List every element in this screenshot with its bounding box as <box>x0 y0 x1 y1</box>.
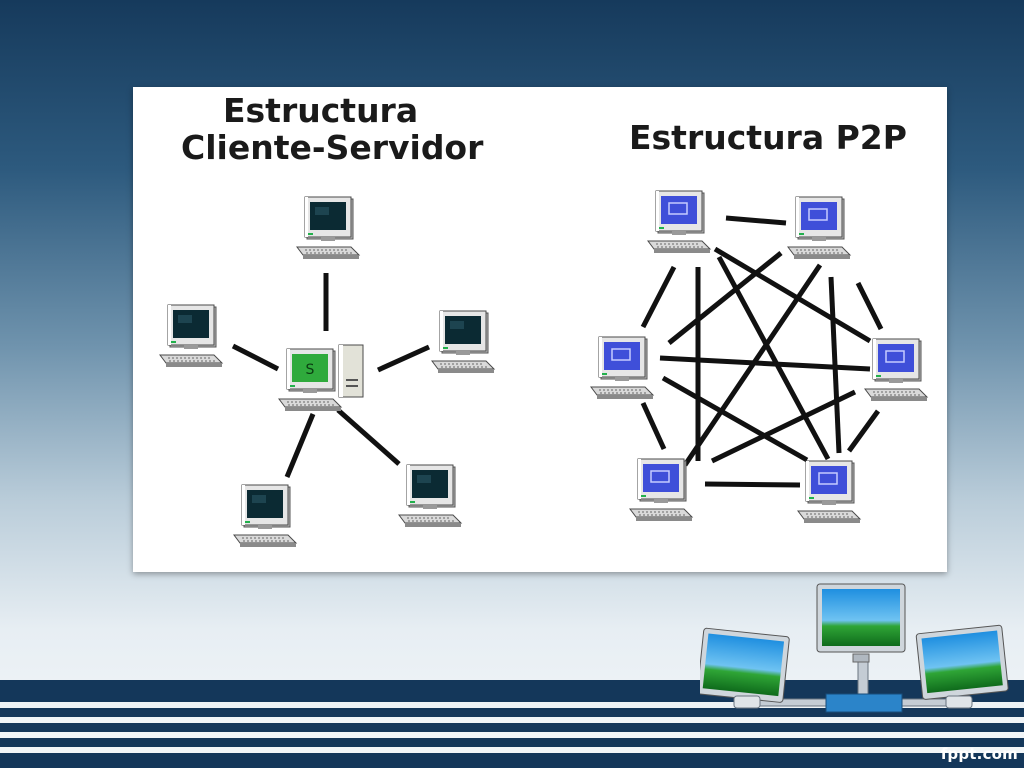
diagram-panel: S <box>133 87 947 572</box>
peer-computer-icon <box>604 342 640 370</box>
link-left <box>231 343 280 372</box>
peer-computer-icon <box>878 344 914 372</box>
peer-computer-top-left <box>647 190 711 254</box>
client-computer-left <box>159 304 223 368</box>
desktop-computer-icon <box>310 202 346 230</box>
peer-computer-icon <box>801 202 837 230</box>
client-server-title: Estructura Cliente-Servidor <box>181 91 484 167</box>
peer-computer-icon <box>643 464 679 492</box>
network-diagram: S <box>159 190 928 548</box>
link-right <box>376 344 431 373</box>
desktop-computer-icon <box>247 490 283 518</box>
link-bottom-left <box>284 413 316 478</box>
peer-computer-top-right <box>787 196 851 260</box>
client-server-title-line2: Cliente-Servidor <box>181 127 484 167</box>
client-computer-bottom-right <box>398 464 462 528</box>
client-server-links <box>231 273 431 478</box>
peer-computer-icon <box>811 466 847 494</box>
client-computer-top <box>296 196 360 260</box>
desktop-computer-icon <box>412 470 448 498</box>
peer-computer-bottom-right <box>797 460 861 524</box>
p2p-title: Estructura P2P <box>629 118 907 157</box>
desktop-computer-icon <box>445 316 481 344</box>
network-monitors-icon <box>700 583 1009 713</box>
peer-computer-icon <box>661 196 697 224</box>
client-computer-right <box>431 310 495 374</box>
server-computer-icon <box>292 354 328 382</box>
server-label: S <box>306 362 315 378</box>
peer-links <box>640 215 884 488</box>
brand-label: fppt.com <box>940 745 1018 763</box>
p2p-title-text: Estructura P2P <box>629 118 907 157</box>
link-bottom-right <box>336 408 401 466</box>
desktop-computer-icon <box>173 310 209 338</box>
client-server-title-line1: Estructura <box>223 91 419 130</box>
client-computer-bottom-left <box>233 484 297 548</box>
server-computer: S <box>278 344 364 412</box>
peer-computer-right <box>864 338 928 402</box>
peer-computer-bottom-left <box>629 458 693 522</box>
peer-computer-left <box>590 336 654 400</box>
